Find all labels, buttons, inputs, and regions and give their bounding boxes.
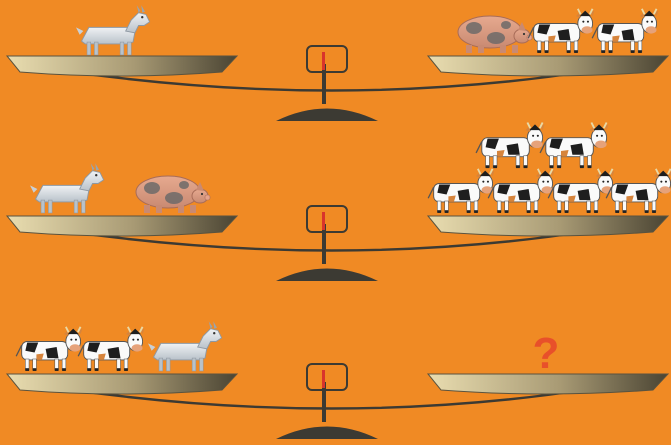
balance-scale-2 <box>7 206 668 281</box>
balance-scale-3 <box>7 364 668 439</box>
cow-icon <box>548 169 614 213</box>
cow-icon <box>428 169 494 213</box>
balance-row-3: ? <box>7 321 668 439</box>
pig-icon <box>458 16 532 53</box>
goat-icon <box>148 321 222 371</box>
cow-icon <box>488 169 554 213</box>
cow-icon <box>606 169 671 213</box>
question-mark: ? <box>533 329 560 378</box>
goat-icon <box>76 5 150 55</box>
cow-icon <box>592 9 658 53</box>
cow-icon <box>78 327 144 371</box>
cow-icon <box>540 123 608 169</box>
balance-row-2 <box>7 123 671 282</box>
cow-icon <box>16 327 82 371</box>
cow-icon <box>476 123 544 169</box>
cow-icon <box>528 9 594 53</box>
balance-scale-1 <box>7 46 668 121</box>
pig-icon <box>136 176 210 213</box>
balance-row-1 <box>7 5 668 121</box>
goat-icon <box>30 163 104 213</box>
